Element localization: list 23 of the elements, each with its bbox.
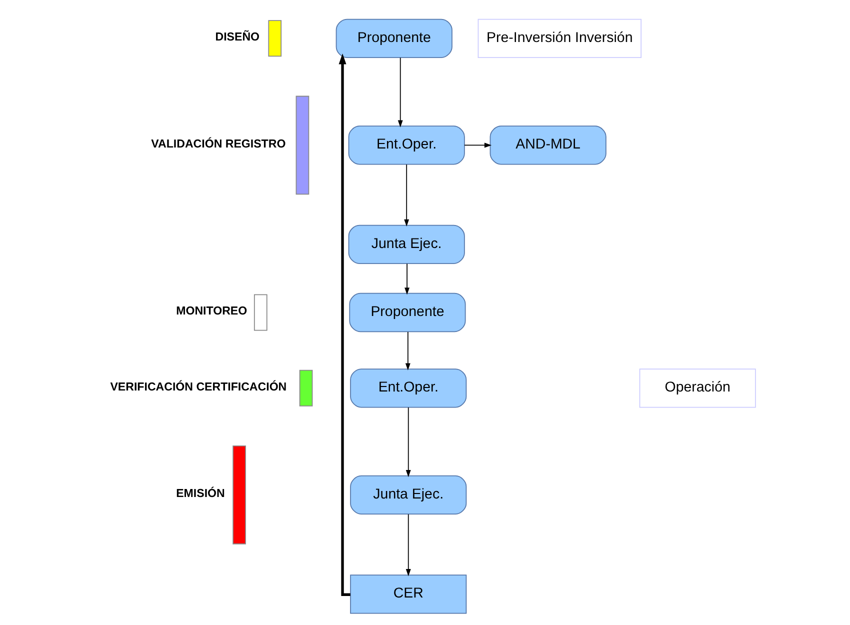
node-label: EMISIÓN <box>176 488 224 500</box>
node-box: Junta Ejec. <box>348 224 464 264</box>
node-label: MONITOREO <box>176 306 247 318</box>
arrow <box>405 514 410 576</box>
node-box: Proponente <box>348 292 466 332</box>
arrow <box>404 332 410 370</box>
node-box: Junta Ejec. <box>350 475 466 515</box>
node-box: Ent.Oper. <box>348 126 464 165</box>
node-box: CER <box>350 574 466 614</box>
arrow <box>404 164 409 226</box>
node-label: VALIDACIÓN REGISTRO <box>150 138 286 150</box>
arrow <box>404 263 410 295</box>
node-box: Proponente <box>335 18 452 58</box>
arrow <box>338 54 350 596</box>
arrow <box>405 407 410 478</box>
node-box: Ent.Oper. <box>350 368 466 408</box>
node-box: AND-MDL <box>489 126 606 165</box>
arrow <box>464 142 492 148</box>
node-box: Operación <box>638 368 756 408</box>
node-label: DISEÑO <box>214 32 260 44</box>
node-label: VERIFICACIÓN CERTIFICACIÓN <box>110 381 286 394</box>
node-box: Pre-Inversión Inversión <box>477 18 642 58</box>
arrow <box>397 57 402 128</box>
